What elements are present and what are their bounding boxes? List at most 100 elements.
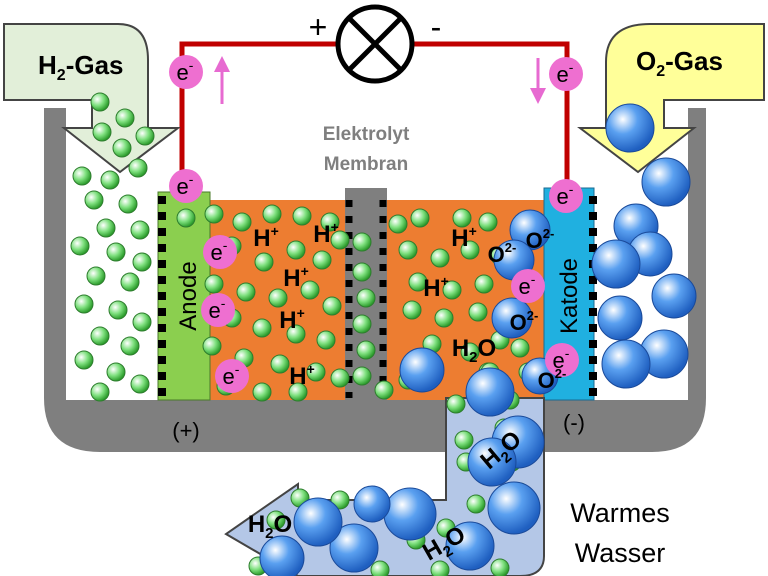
electron-group: e-e-e-e-e-e-e-e-e- — [169, 55, 583, 393]
o2-gas-label: O2-Gas — [636, 46, 723, 80]
h2-molecule — [370, 560, 390, 576]
h2-gas-label: H2-Gas — [38, 50, 124, 84]
h2-molecule-group — [70, 92, 538, 576]
oxide-ion-label: O2- — [510, 308, 539, 335]
h2-molecule — [106, 362, 126, 382]
h2-molecule — [306, 362, 326, 382]
h2-molecule — [398, 240, 418, 260]
electron-label: e- — [177, 57, 194, 85]
electron-icon: e- — [549, 179, 583, 213]
h2-molecule — [92, 122, 112, 142]
h2-molecule — [288, 382, 308, 402]
o2-molecule — [329, 523, 379, 573]
cell-container — [44, 108, 706, 452]
oxide-ion-label: O2- — [538, 366, 567, 393]
h2-molecule — [402, 300, 422, 320]
h2-molecule — [356, 340, 376, 360]
h2-molecule — [130, 374, 150, 394]
water-label: H2O — [452, 335, 496, 366]
proton-label: H+ — [253, 223, 279, 252]
proton-label: H+ — [313, 219, 339, 248]
membrane-label-line2: Membran — [324, 154, 408, 175]
electron-icon: e- — [511, 269, 545, 303]
h2-molecule — [352, 232, 372, 252]
h2-molecule — [330, 230, 350, 250]
electron-icon: e- — [203, 235, 237, 269]
proton-label: H+ — [423, 273, 449, 302]
h2-gas-arrow — [3, 23, 181, 174]
electron-up-arrow — [214, 56, 230, 104]
h2-molecule — [478, 212, 498, 232]
h2-molecule — [112, 138, 132, 158]
electron-label: e- — [557, 181, 574, 209]
h2-molecule — [460, 240, 480, 260]
electron-label: e- — [209, 295, 226, 323]
h2-molecule — [232, 212, 252, 232]
h2-molecule — [120, 272, 140, 292]
o2-molecule — [383, 487, 437, 541]
o2-molecule — [445, 521, 495, 571]
h2-molecule — [330, 490, 350, 510]
o2-molecule — [293, 497, 343, 547]
h2-molecule — [490, 558, 510, 576]
h2-molecule — [262, 204, 282, 224]
h2-molecule — [316, 330, 336, 350]
h2-molecule — [96, 218, 116, 238]
h2-molecule — [86, 266, 106, 286]
o2-molecule — [487, 481, 541, 535]
h2-molecule — [442, 280, 462, 300]
o2-molecule — [467, 437, 517, 487]
electron-icon: e- — [215, 359, 249, 393]
outlet-label-line2: Wasser — [575, 538, 666, 568]
h2-molecule — [430, 560, 450, 576]
oxide-ion-label: O2- — [526, 226, 555, 253]
h2-molecule — [460, 342, 480, 362]
outlet-label-line1: Warmes — [570, 498, 670, 528]
h2-molecule — [374, 380, 394, 400]
circuit-minus: - — [431, 9, 442, 45]
h2-molecule — [330, 368, 350, 388]
h2-molecule — [204, 204, 224, 224]
h2-molecule — [510, 338, 530, 358]
h2-molecule — [132, 312, 152, 332]
h2-molecule — [352, 262, 372, 282]
h2-molecule — [135, 126, 155, 146]
h2-molecule — [108, 300, 128, 320]
electron-label: e- — [223, 361, 240, 389]
h2-molecule — [90, 92, 110, 112]
membrane-label-line1: Elektrolyt — [323, 124, 410, 145]
lamp-icon — [335, 4, 415, 84]
h2-molecule — [268, 288, 288, 308]
proton-label: H+ — [279, 305, 305, 334]
h2-molecule — [292, 206, 312, 226]
proton-label: H+ — [289, 361, 315, 390]
h2-molecule — [322, 296, 342, 316]
o2-molecule — [591, 239, 641, 289]
h2-molecule — [115, 108, 135, 128]
o2-molecule — [259, 535, 305, 576]
electron-label: e- — [553, 345, 570, 373]
h2-molecule — [90, 326, 110, 346]
o2-molecule — [399, 347, 445, 393]
h2-molecule — [410, 208, 430, 228]
h2-molecule — [352, 366, 372, 386]
o2-molecule — [641, 157, 691, 207]
electron-icon: e- — [201, 293, 235, 327]
o2-molecule — [353, 485, 391, 523]
h2-molecule — [266, 510, 286, 530]
h2-molecule — [286, 324, 306, 344]
h2-molecule — [320, 212, 340, 232]
h2-molecule — [408, 272, 428, 292]
h2-molecule — [430, 248, 450, 268]
h2-molecule — [100, 170, 120, 190]
h2-molecule — [202, 336, 222, 356]
katode-sign: (-) — [563, 410, 585, 435]
h2-molecule — [84, 190, 104, 210]
h2-molecule — [130, 220, 150, 240]
h2-molecule — [176, 208, 196, 228]
electron-down-arrow — [530, 58, 546, 104]
h2-molecule — [128, 158, 148, 178]
h2-molecule — [70, 236, 90, 256]
